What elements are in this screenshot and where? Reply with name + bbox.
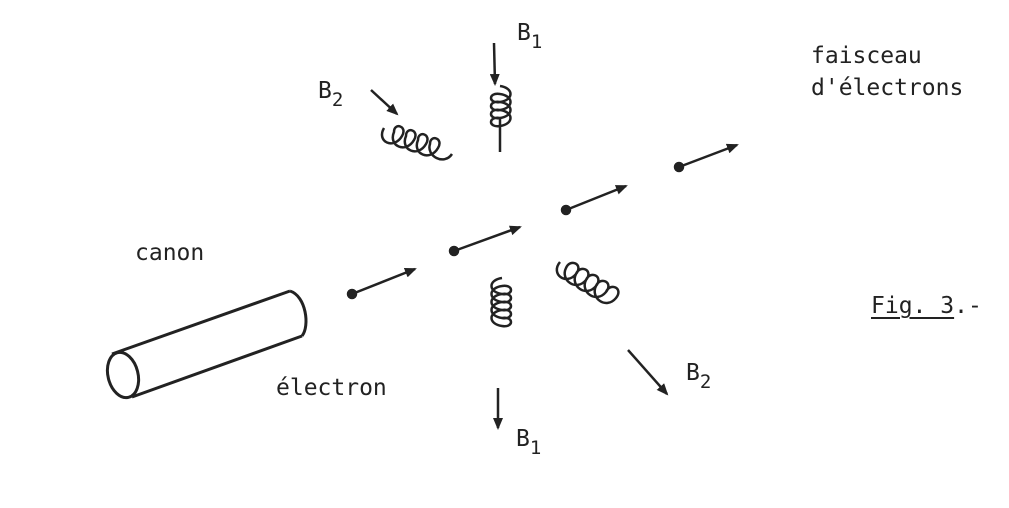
electron-gun <box>105 289 308 400</box>
label-b2-bottom: B2 <box>686 360 712 393</box>
electron-beam <box>346 143 739 300</box>
electron-arrow-1 <box>346 267 417 300</box>
label-b2-top: B2 <box>318 78 344 111</box>
electron-arrow-4 <box>673 143 739 173</box>
b1-top-coil <box>489 84 512 152</box>
b1-top-magnet <box>489 42 512 152</box>
label-beam-line2: d'électrons <box>811 75 964 101</box>
figure-label: Fig. 3.- <box>871 295 982 318</box>
figure-ref: Fig. 3 <box>871 293 955 319</box>
electron-arrow-3 <box>560 184 628 216</box>
b2-bottom-coil <box>555 261 620 305</box>
b2-top-coil <box>380 124 454 161</box>
figure-suffix: .- <box>954 293 982 319</box>
label-b1-bottom: B1 <box>516 426 542 459</box>
label-b1-top: B1 <box>517 20 543 53</box>
b2-bottom-magnet <box>555 261 669 396</box>
b1-top-arrow <box>489 42 500 86</box>
b1-bottom-magnet <box>490 276 513 430</box>
b1-bottom-coil <box>490 276 513 328</box>
label-gun: canon <box>135 240 205 266</box>
label-electron: électron <box>276 375 387 401</box>
b2-top-arrow <box>370 89 399 116</box>
b2-bottom-arrow <box>627 349 669 396</box>
b2-top-magnet <box>370 89 454 161</box>
electron-arrow-2 <box>448 225 522 257</box>
label-beam-line1: faisceau <box>811 43 922 69</box>
